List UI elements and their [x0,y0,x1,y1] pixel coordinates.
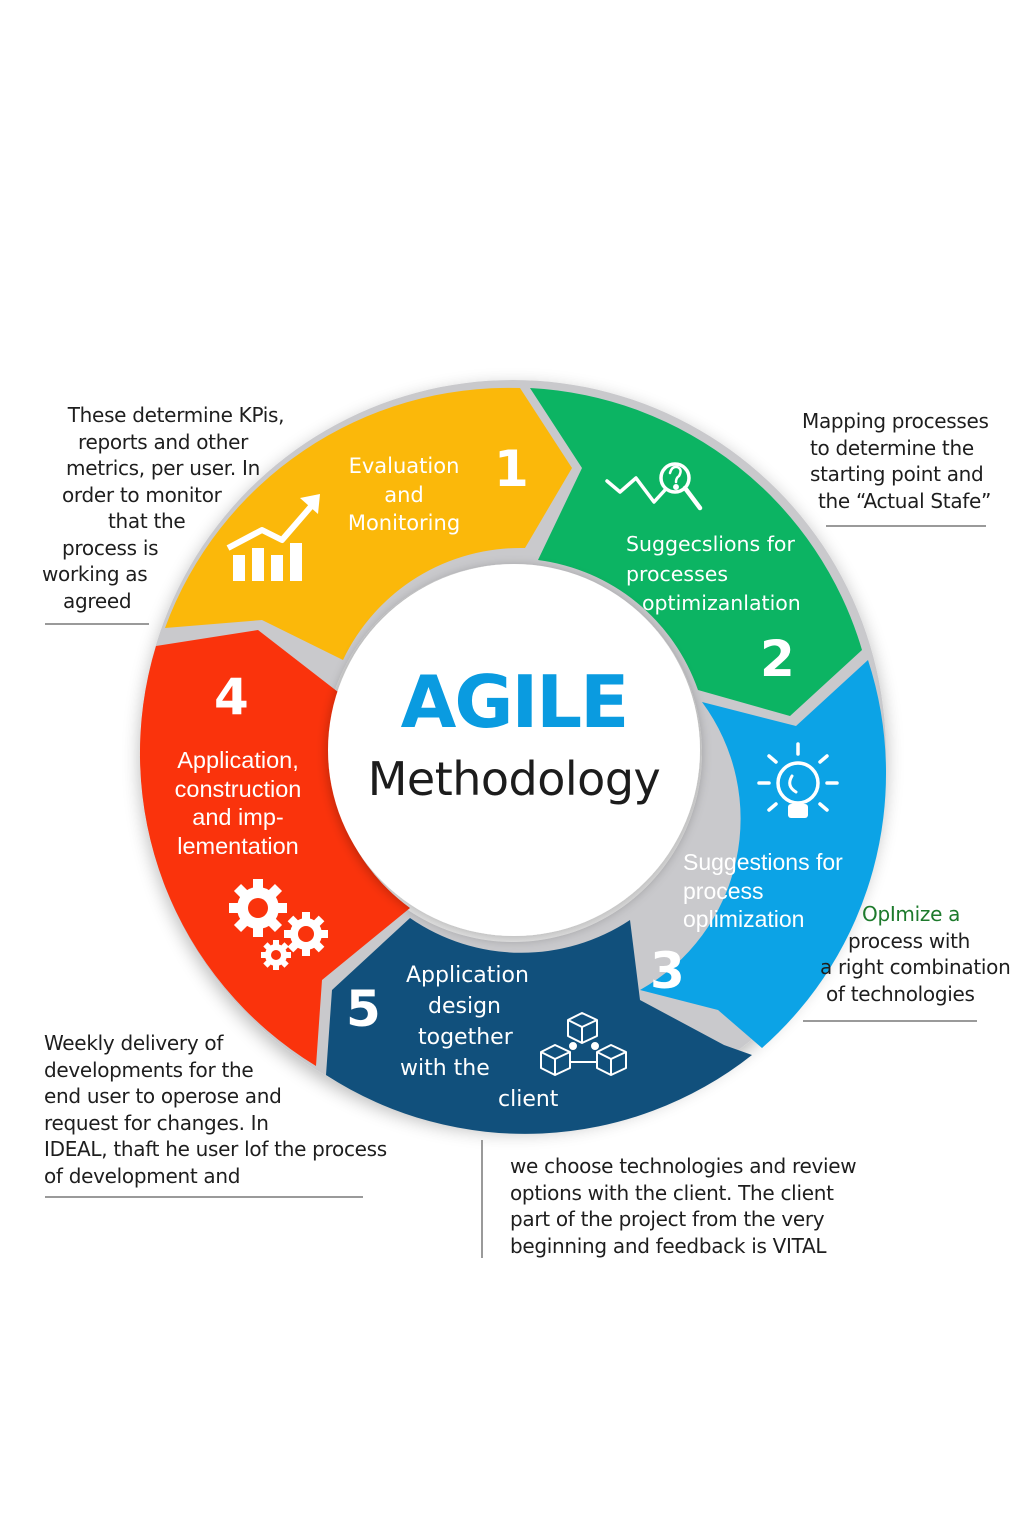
note-right: OpImize a process with a right combinati… [820,902,1011,1006]
center-circle [328,564,700,936]
note-top-left-divider [45,623,149,625]
segment-5-label: Application design together with the cli… [400,963,559,1112]
segment-3-label: Suggestions for process oplimization [683,849,843,932]
segment-1-number: 1 [494,440,529,498]
segment-5-shape[interactable] [326,918,752,1134]
segment-3-number: 3 [650,942,685,1000]
note-bottom-center: we choose technologies and review option… [510,1154,857,1258]
segment-4-label: Application, construction and imp- lemen… [174,747,302,859]
note-bottom-center-divider [481,1140,483,1258]
segment-5-number: 5 [346,980,381,1038]
connected-cubes-icon [540,1012,627,1076]
segment-2-number: 2 [760,630,795,688]
segment-4-number: 4 [214,668,249,726]
gears-icon [229,879,328,970]
center-subtitle: Methodology [367,752,661,806]
center-title: AGILE [400,660,630,744]
segment-1-shape[interactable] [165,387,572,660]
segment-2-label: Suggecslions for processes optimizanlati… [626,532,801,615]
growth-chart-icon [226,494,320,581]
segment-2-shape[interactable] [530,388,862,716]
note-top-right-divider [826,525,986,527]
note-bottom-left: Weekly delivery of developments for the … [44,1031,387,1188]
note-top-right: Mapping processes to determine the start… [802,409,992,513]
note-top-left: These determine KPis, reports and other … [42,403,285,613]
lightbulb-icon [757,742,839,818]
magnifier-question-icon [605,462,703,511]
segment-4-shape[interactable] [139,630,410,1066]
note-right-divider [803,1020,977,1022]
note-bottom-left-divider [45,1196,363,1198]
segment-1-label: Evaluation and Monitoring [347,454,461,535]
